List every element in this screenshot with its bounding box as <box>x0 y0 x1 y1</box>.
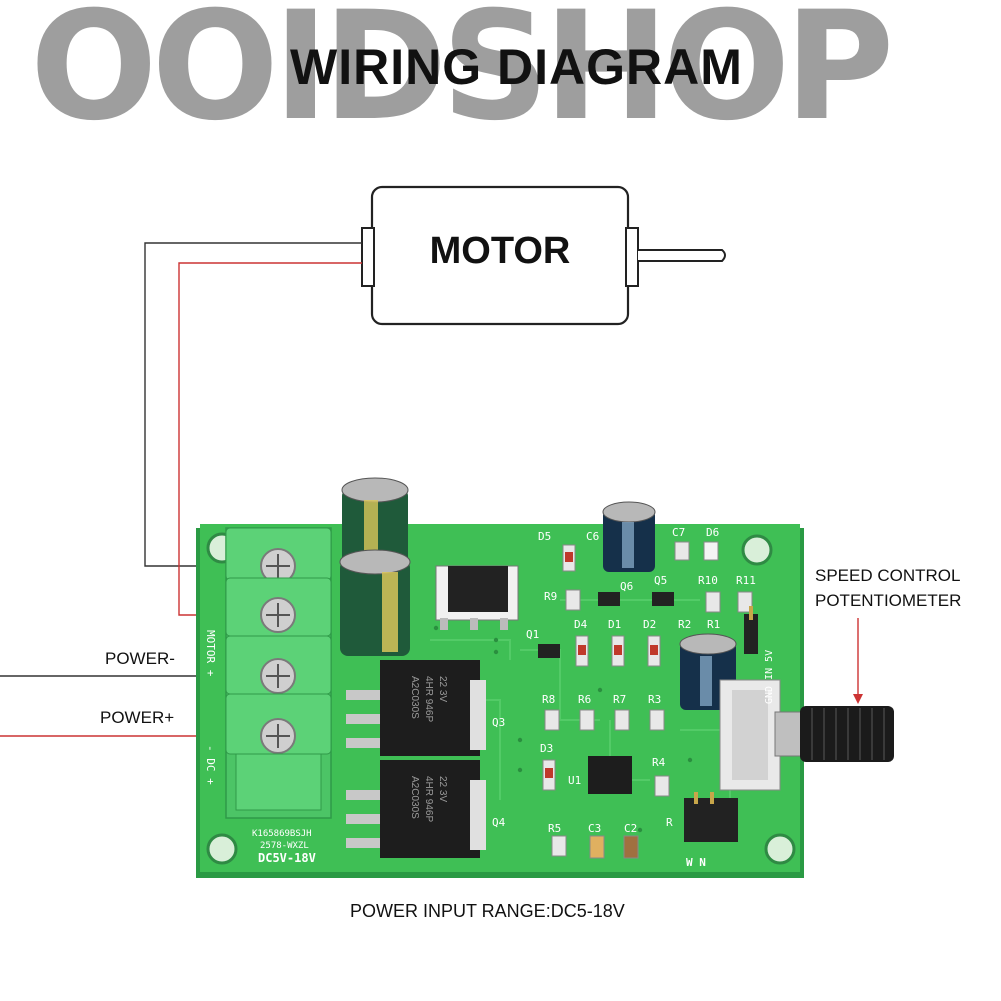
terminal-screw <box>225 635 332 695</box>
component-label-r: R <box>666 816 673 829</box>
potentiometer <box>719 679 894 791</box>
component-label-d4: D4 <box>574 618 588 631</box>
mosfet-marking: 22 3V <box>437 776 448 802</box>
component-label-c6: C6 <box>586 530 599 543</box>
mosfet-marking: A2C030S <box>409 676 420 719</box>
motor-shaft <box>638 249 726 262</box>
mosfet-q4 <box>346 760 486 858</box>
component-label-d3: D3 <box>540 742 553 755</box>
silk-jumper-pins: W N <box>686 856 706 869</box>
component-label-q1: Q1 <box>526 628 539 641</box>
potentiometer-arrow <box>853 618 863 704</box>
component-label-r11: R11 <box>736 574 756 587</box>
component-label-c2: C2 <box>624 822 637 835</box>
component-label-r8: R8 <box>542 693 555 706</box>
mounting-hole <box>741 534 773 566</box>
pin-header-pot <box>744 606 758 654</box>
terminal-screw <box>225 577 332 637</box>
component-label-d6: D6 <box>706 526 719 539</box>
capacitor-small <box>679 633 737 710</box>
component-label-r6: R6 <box>578 693 591 706</box>
jumper-header <box>684 792 738 842</box>
diagram-title: WIRING DIAGRAM <box>290 39 743 95</box>
power-plus-label: POWER+ <box>100 708 175 727</box>
silk-model-2: 2578-WXZL <box>260 841 309 851</box>
component-label-q4: Q4 <box>492 816 506 829</box>
smd-components <box>538 541 753 859</box>
component-label-r2: R2 <box>678 618 691 631</box>
motor-wire-black <box>144 242 362 567</box>
mosfet-marking: A2C030S <box>409 776 420 819</box>
component-label-q5: Q5 <box>654 574 667 587</box>
terminal-screw <box>225 527 332 584</box>
terminal-block <box>225 527 332 819</box>
mosfet-marking: 22 3V <box>437 676 448 702</box>
input-range-label: POWER INPUT RANGE:DC5-18V <box>350 901 625 921</box>
component-label-d5: D5 <box>538 530 551 543</box>
terminal-screw <box>225 693 332 755</box>
mounting-hole <box>764 833 796 865</box>
component-label-d1: D1 <box>608 618 621 631</box>
component-label-r1: R1 <box>707 618 720 631</box>
silk-motor: MOTOR + <box>204 630 217 677</box>
silk-model-1: K165869BSJH <box>252 829 312 839</box>
component-label-c7: C7 <box>672 526 685 539</box>
mosfet-q3 <box>346 660 486 756</box>
mosfet-marking: 4HR 946P <box>423 676 434 722</box>
component-label-q3: Q3 <box>492 716 505 729</box>
speed-control-label-line1: SPEED CONTROL <box>815 566 961 585</box>
silk-voltage: DC5V-18V <box>258 851 316 865</box>
motor-label: MOTOR <box>429 230 571 272</box>
component-label-q6: Q6 <box>620 580 633 593</box>
component-label-r7: R7 <box>613 693 626 706</box>
component-label-r5: R5 <box>548 822 561 835</box>
capacitor-small <box>602 501 656 572</box>
mounting-hole <box>206 833 238 865</box>
speed-control-label-line2: POTENTIOMETER <box>815 591 962 610</box>
component-label-d2: D2 <box>643 618 656 631</box>
silkscreen: MOTOR + - DC + K165869BSJH 2578-WXZL DC5… <box>204 526 775 869</box>
ic-u1 <box>588 756 632 794</box>
component-label-r10: R10 <box>698 574 718 587</box>
component-label-u1: U1 <box>568 774 581 787</box>
component-label-c3: C3 <box>588 822 601 835</box>
mosfet-marking: 4HR 946P <box>423 776 434 822</box>
power-minus-label: POWER- <box>105 649 175 668</box>
regulator-q2 <box>435 565 519 630</box>
silk-pot-pins: GND IN 5V <box>764 650 775 704</box>
watermark: OOIDSHOP <box>30 0 894 154</box>
component-label-r3: R3 <box>648 693 661 706</box>
motor-symbol <box>361 185 726 326</box>
component-label-r9: R9 <box>544 590 557 603</box>
component-label-r4: R4 <box>652 756 666 769</box>
capacitor-large <box>339 549 411 656</box>
silk-dc: - DC + <box>204 745 217 785</box>
